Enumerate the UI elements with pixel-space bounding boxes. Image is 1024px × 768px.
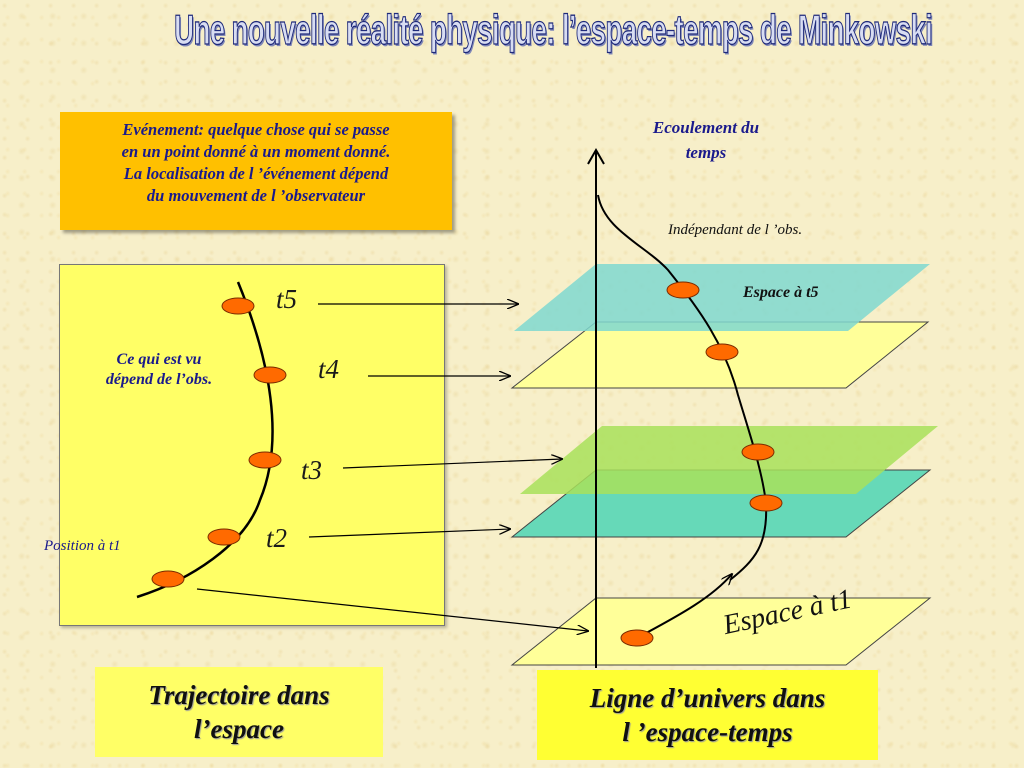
event-marker-t1-right [620,629,654,647]
time-flow-line-1: Ecoulement du [652,118,760,137]
time-axis-arrowhead-icon [587,147,605,165]
event-marker-t3-right [741,443,775,461]
world-line [597,194,768,581]
definition-line-3: La localisation de l ’événement dépend [123,164,389,183]
definition-line-1: Evénement: quelque chose qui se passe [122,120,390,139]
space-plane-t5 [514,264,930,331]
event-marker-t5-left [221,297,255,315]
observer-note-line-1: Ce qui est vu [116,351,202,368]
event-marker-t1-left [151,570,185,588]
definition-line-4: du mouvement de l ’observateur [146,186,366,205]
space-t5-label: Espace à t5 [743,284,819,301]
position-t1-label: Position à t1 [44,538,121,554]
arrow-t2 [308,529,510,538]
time-flow-line-2: temps [685,143,727,162]
trajectory-caption-line-2: l’espace [194,714,284,744]
event-marker-t2-right [749,494,783,512]
trajectory-caption-box: Trajectoire dans l’espace [95,667,383,757]
definition-line-2: en un point donné à un moment donné. [121,142,391,161]
event-marker-t3-left [248,451,282,469]
arrow-t1 [196,588,588,631]
event-marker-t4-right [705,343,739,361]
worldline-caption-line-1: Ligne d’univers dans [589,683,826,713]
worldline-caption-line-2: l ’espace-temps [622,717,793,747]
event-marker-t5-right [666,281,700,299]
time-label-t4: t4 [318,354,340,384]
space-trajectory-panel [59,264,445,626]
worldline-caption-box: Ligne d’univers dans l ’espace-temps [537,670,878,760]
space-plane-t1 [510,597,932,666]
space-plane-t3 [520,426,938,494]
time-flow-label: Ecoulement du temps [606,115,806,165]
arrow-t3 [342,459,562,469]
space-trajectory-curve [136,281,274,599]
observer-independent-note: Indépendant de l ’obs. [668,222,803,238]
observer-note-line-2: dépend de l’obs. [105,371,213,388]
time-label-t2: t2 [266,523,288,553]
observer-dependence-note: Ce qui est vu dépend de l’obs. [84,350,234,390]
trajectory-caption-line-1: Trajectoire dans [148,680,330,710]
slide-title: Une nouvelle réalité physique: l’espace-… [174,5,934,53]
time-label-t5: t5 [276,284,298,314]
time-label-t3: t3 [301,455,323,485]
event-marker-t4-left [253,366,287,384]
event-definition-box: Evénement: quelque chose qui se passe en… [60,112,452,230]
event-marker-t2-left [207,528,241,546]
